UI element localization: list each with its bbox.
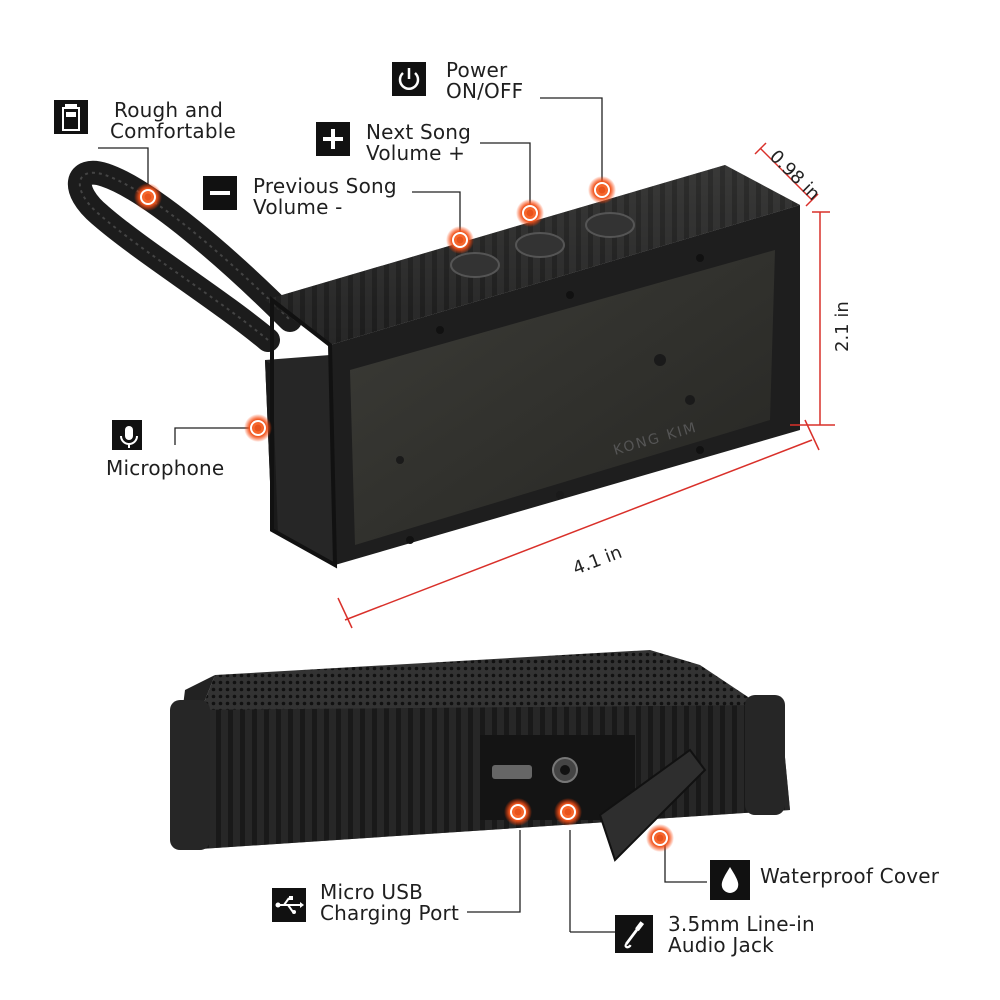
- water-drop-icon: [710, 860, 750, 900]
- height-dimension-label: 2.1 in: [832, 301, 853, 352]
- microphone-label: Microphone: [106, 458, 224, 479]
- dimension-lines: [337, 142, 835, 629]
- next-song-label-line1: Next Song: [366, 120, 472, 144]
- microphone-icon: [112, 420, 142, 450]
- usb-label-line1: Micro USB: [320, 880, 424, 904]
- previous-song-label-line2: Volume -: [253, 195, 343, 219]
- hotspot-markers: [134, 176, 674, 852]
- next-song-label: Next Song Volume +: [366, 122, 471, 164]
- usb-icon: [272, 888, 306, 922]
- usb-label: Micro USB Charging Port: [320, 882, 459, 924]
- strap-label: Rough and Comfortable: [110, 100, 236, 142]
- audio-jack-icon: [615, 915, 653, 953]
- speaker-bottom-view: [170, 650, 790, 862]
- battery-icon: [54, 100, 88, 134]
- power-label: Power ON/OFF: [446, 60, 523, 102]
- minus-icon: [203, 176, 237, 210]
- plus-icon: [316, 122, 350, 156]
- strap-label-line2: Comfortable: [110, 119, 237, 143]
- audio-jack-label-line2: Audio Jack: [668, 933, 774, 957]
- microphone-label-text: Microphone: [106, 456, 225, 480]
- power-label-line2: ON/OFF: [446, 79, 524, 103]
- speaker-top-view: KONG KIM: [265, 165, 800, 569]
- audio-jack-label: 3.5mm Line-in Audio Jack: [668, 914, 815, 956]
- strap-label-line1: Rough and: [114, 98, 224, 122]
- audio-jack-label-line1: 3.5mm Line-in: [668, 912, 815, 936]
- strap: [68, 160, 302, 352]
- leader-lines: [98, 97, 707, 933]
- power-label-line1: Power: [446, 58, 508, 82]
- power-icon: [392, 62, 426, 96]
- waterproof-label-text: Waterproof Cover: [760, 864, 940, 888]
- previous-song-label: Previous Song Volume -: [253, 176, 397, 218]
- waterproof-label: Waterproof Cover: [760, 866, 939, 887]
- usb-label-line2: Charging Port: [320, 901, 459, 925]
- next-song-label-line2: Volume +: [366, 141, 466, 165]
- previous-song-label-line1: Previous Song: [253, 174, 397, 198]
